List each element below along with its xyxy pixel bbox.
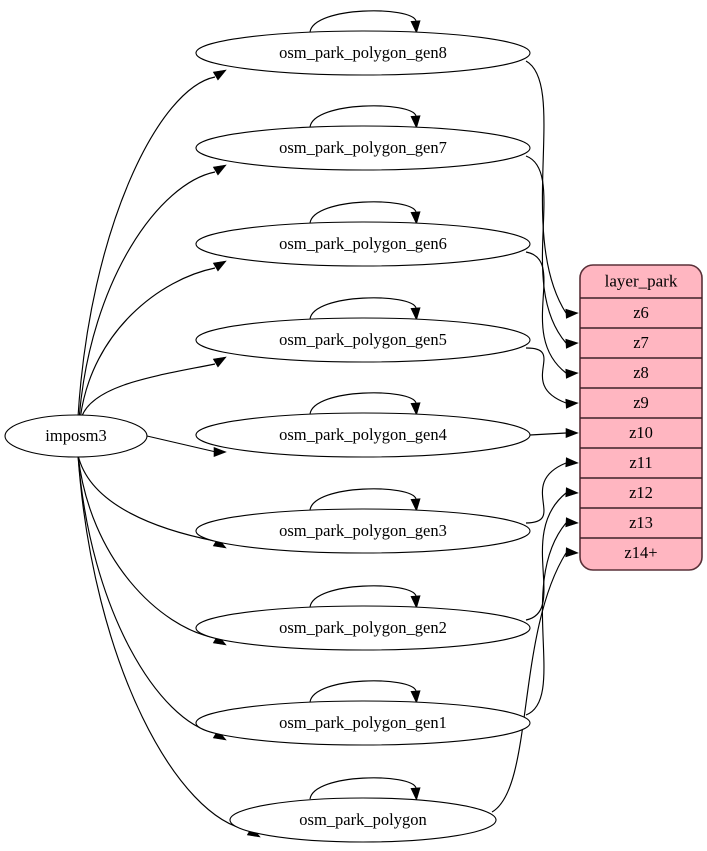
node-ellipse-base[interactable] [229,797,497,843]
arrow-imposm3-to-gen5 [212,356,227,368]
self-loop-gen3 [309,488,417,511]
node-label-imposm3: imposm3 [45,426,106,445]
arrow-self-loop-gen8 [410,20,421,34]
node-label-base: osm_park_polygon [299,810,426,829]
node-label-gen8: osm_park_polygon_gen8 [279,43,447,62]
node-label-gen4: osm_park_polygon_gen4 [279,425,447,444]
arrow-gen8-to-z6 [565,308,579,319]
table-row-z6[interactable]: z6 [633,303,649,322]
node-ellipse-gen6[interactable] [195,221,531,267]
node-ellipse-gen2[interactable] [195,605,531,651]
node-ellipse-imposm3[interactable] [4,414,148,458]
arrow-gen5-to-z9 [565,398,579,409]
arrow-self-loop-gen3 [410,498,421,512]
arrow-self-loop-gen6 [410,211,421,225]
node-gen2[interactable]: osm_park_polygon_gen2 [195,585,531,651]
node-label-gen3: osm_park_polygon_gen3 [279,521,447,540]
self-loop-gen1 [309,680,417,703]
arrow-self-loop-base [410,787,421,801]
node-label-gen2: osm_park_polygon_gen2 [279,618,447,637]
node-gen5[interactable]: osm_park_polygon_gen5 [195,297,531,363]
edge-imposm3-to-gen5 [81,363,216,418]
edge-imposm3-to-gen1 [77,454,216,734]
self-loop-gen2 [309,585,417,608]
self-loop-gen6 [309,201,417,224]
edge-imposm3-to-gen2 [77,454,216,639]
edge-gen5-to-z9 [525,347,567,404]
edge-base-to-z14+ [491,552,567,813]
edge-gen4-to-z10 [529,432,567,436]
arrow-self-loop-gen4 [410,402,421,416]
arrow-imposm3-to-gen4 [213,446,227,458]
table-title: layer_park [605,271,678,290]
table-row-z9[interactable]: z9 [633,393,649,412]
node-gen4[interactable]: osm_park_polygon_gen4 [195,392,531,458]
polygon-nodes-layer: osm_park_polygon_gen8 osm_park_polygon_ge… [4,10,531,843]
edge-imposm3-to-gen8 [77,76,216,418]
node-ellipse-gen8[interactable] [195,30,531,76]
arrow-gen1-to-z13 [565,517,579,528]
node-ellipse-gen3[interactable] [195,508,531,554]
arrow-base-to-z14+ [565,547,579,558]
edge-imposm3-to-gen4 [146,435,217,453]
self-loop-gen8 [309,10,417,33]
edge-gen7-to-z7 [525,155,567,344]
arrow-gen4-to-z10 [565,427,579,439]
table-row-z12[interactable]: z12 [629,483,653,502]
arrow-self-loop-gen1 [410,690,421,704]
node-ellipse-gen7[interactable] [195,125,531,171]
self-loop-gen5 [309,297,417,320]
node-gen6[interactable]: osm_park_polygon_gen6 [195,201,531,267]
arrow-gen2-to-z12 [565,487,579,498]
node-gen8[interactable]: osm_park_polygon_gen8 [195,10,531,76]
node-label-gen7: osm_park_polygon_gen7 [279,138,447,157]
edge-imposm3-to-gen7 [78,171,216,418]
edge-imposm3-to-gen6 [79,267,216,418]
table-row-z13[interactable]: z13 [629,513,653,532]
node-gen1[interactable]: osm_park_polygon_gen1 [195,680,531,746]
node-ellipse-gen1[interactable] [195,700,531,746]
table-row-z8[interactable]: z8 [633,363,649,382]
layer-park-table: layer_park z6 z7 z8 z9 z10 z11 z12 z13 z14+ [579,264,703,571]
edge-gen1-to-z13 [525,522,567,716]
edge-gen6-to-z8 [525,251,567,374]
node-ellipse-gen5[interactable] [195,317,531,363]
arrow-imposm3-to-gen8 [212,69,227,81]
edge-imposm3-to-base [77,454,250,831]
node-label-gen1: osm_park_polygon_gen1 [279,713,447,732]
arrow-imposm3-to-gen6 [212,260,227,272]
table-row-z7[interactable]: z7 [633,333,649,352]
table-row-z14plus[interactable]: z14+ [624,543,657,562]
table-row-z10[interactable]: z10 [629,423,653,442]
arrow-self-loop-gen7 [410,115,421,129]
node-imposm3[interactable]: imposm3 [4,414,148,458]
self-loop-gen4 [309,392,417,415]
self-loop-gen7 [309,105,417,128]
node-base[interactable]: osm_park_polygon [229,777,497,843]
arrow-gen3-to-z11 [565,457,579,468]
node-gen7[interactable]: osm_park_polygon_gen7 [195,105,531,171]
arrow-gen6-to-z8 [565,368,579,379]
edge-gen2-to-z12 [525,492,567,621]
arrow-self-loop-gen2 [410,595,421,609]
arrow-gen7-to-z7 [565,338,579,349]
node-ellipse-gen4[interactable] [195,412,531,458]
edge-gen8-to-z6 [525,60,567,314]
edge-gen3-to-z11 [525,462,567,524]
edge-imposm3-to-gen3 [77,454,216,542]
table-row-z11[interactable]: z11 [629,453,652,472]
arrow-imposm3-to-gen7 [212,164,227,176]
node-label-gen5: osm_park_polygon_gen5 [279,330,447,349]
self-loop-base [309,777,417,800]
arrow-self-loop-gen5 [410,307,421,321]
node-label-gen6: osm_park_polygon_gen6 [279,234,447,253]
node-gen3[interactable]: osm_park_polygon_gen3 [195,488,531,554]
